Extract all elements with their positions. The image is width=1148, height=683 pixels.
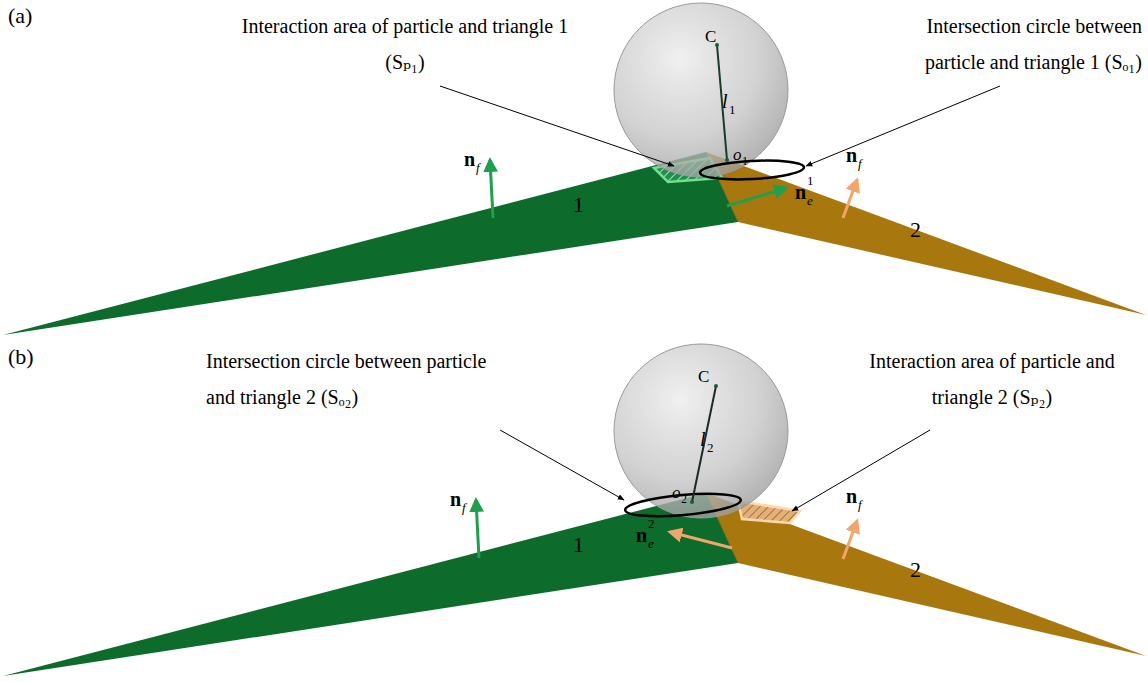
subscript: f xyxy=(858,157,862,171)
subscript: 2 xyxy=(681,493,687,506)
panel-a xyxy=(3,3,1146,335)
intersection-circle xyxy=(700,158,805,181)
normal-symbol: n xyxy=(636,524,647,546)
triangle-number: 2 xyxy=(910,558,921,582)
distance-line xyxy=(717,45,727,160)
leader-line xyxy=(806,86,1000,166)
callout-text: Intersection circle between particle and… xyxy=(866,8,1142,80)
edge-normal xyxy=(670,532,732,548)
face-normal xyxy=(843,180,857,218)
subscript: f xyxy=(476,161,480,175)
face-normal xyxy=(490,160,493,218)
normal-symbol: n xyxy=(450,488,461,510)
normal-symbol: n xyxy=(795,181,806,203)
normal-symbol: n xyxy=(464,148,475,170)
subscript: 2 xyxy=(707,441,714,455)
subscript: 1 xyxy=(729,103,736,117)
subscript: e xyxy=(648,537,654,551)
superscript: 2 xyxy=(648,517,655,531)
normal-symbol: n xyxy=(846,144,857,166)
point-label: C xyxy=(705,28,716,47)
subscript: f xyxy=(462,501,466,515)
intersection-circle xyxy=(624,490,741,520)
subscript: f xyxy=(858,498,862,512)
superscript: 1 xyxy=(807,174,814,188)
triangle-number: 1 xyxy=(573,533,584,557)
panel-b xyxy=(3,344,1146,676)
subscript: e xyxy=(807,194,813,208)
leader-line xyxy=(500,430,624,500)
distance-symbol: l xyxy=(722,90,728,112)
normal-symbol: n xyxy=(846,485,857,507)
point-label: C xyxy=(698,368,709,387)
triangle-number: 2 xyxy=(910,218,921,242)
callout-text: Intersection circle between particle and… xyxy=(206,343,491,415)
face-normal xyxy=(476,500,479,558)
point-label: o xyxy=(672,484,681,503)
distance-line xyxy=(692,386,716,502)
point-label: o xyxy=(733,146,742,165)
distance-symbol: l xyxy=(700,428,706,450)
callout-text: Interaction area of particle and triangl… xyxy=(842,343,1142,415)
panel-label: (a) xyxy=(8,4,32,28)
triangle-number: 1 xyxy=(573,193,584,217)
subscript: 1 xyxy=(742,155,748,168)
callout-text: Interaction area of particle and triangl… xyxy=(240,8,570,80)
panel-label: (b) xyxy=(8,345,34,369)
edge-normal xyxy=(727,188,786,206)
face-normal xyxy=(843,521,857,559)
